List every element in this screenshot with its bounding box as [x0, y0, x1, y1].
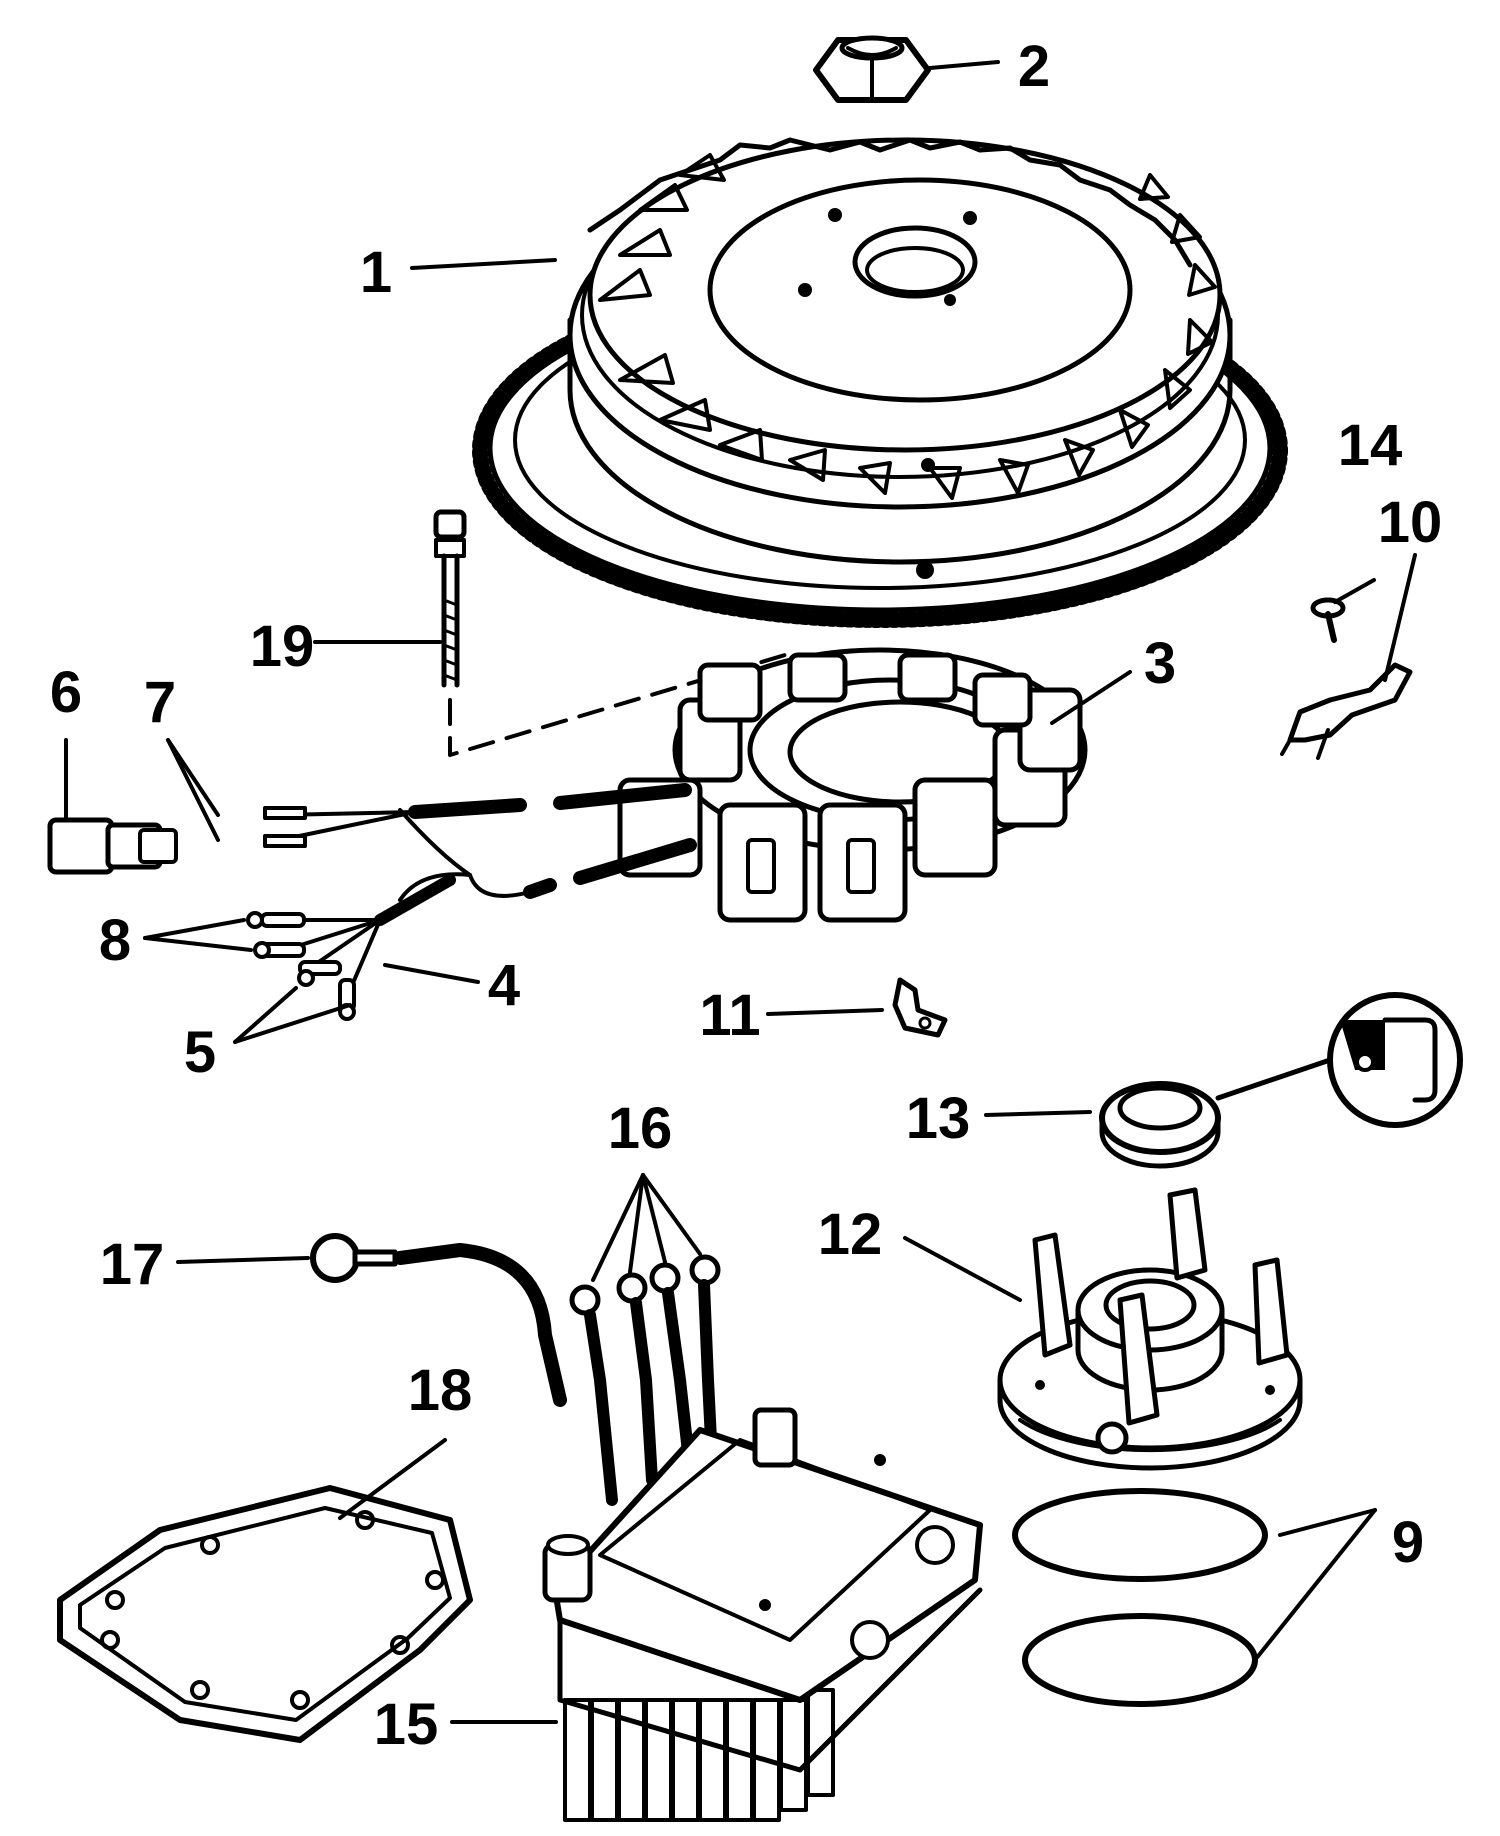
callout-2: 2 [1018, 34, 1050, 99]
callout-labels: 1 2 3 4 5 6 7 8 9 10 11 12 13 14 15 16 1… [50, 34, 1442, 1757]
oil-seal-part [1099, 992, 1463, 1169]
terminal-leads-part [569, 1254, 721, 1506]
timer-base-part [997, 1187, 1303, 1471]
gasket-part [57, 1485, 473, 1743]
flywheel-part [472, 137, 1288, 628]
long-bolt-part [433, 509, 787, 757]
callout-3: 3 [1144, 631, 1176, 696]
clamp-part [892, 977, 948, 1038]
callout-17: 17 [100, 1232, 165, 1297]
callout-16: 16 [608, 1096, 673, 1161]
connector-part [47, 817, 178, 875]
callout-15: 15 [374, 1692, 439, 1757]
callout-19: 19 [250, 614, 315, 679]
callout-14: 14 [1338, 413, 1403, 478]
callout-1: 1 [360, 240, 392, 305]
callout-4: 4 [488, 953, 520, 1018]
callout-13: 13 [906, 1086, 971, 1151]
o-rings-part [1012, 1488, 1268, 1707]
ground-lead-part [310, 1233, 567, 1407]
callout-18: 18 [408, 1358, 473, 1423]
wire-harness-part [246, 783, 697, 1021]
callout-12: 12 [818, 1202, 883, 1267]
callout-6: 6 [50, 660, 82, 725]
screw-part [1310, 597, 1346, 643]
callout-10: 10 [1378, 490, 1443, 555]
callout-8: 8 [99, 908, 131, 973]
callout-7: 7 [144, 670, 176, 735]
hex-nut-part [813, 35, 931, 103]
callout-5: 5 [184, 1020, 216, 1085]
callout-11: 11 [699, 983, 760, 1048]
stator-part [617, 647, 1088, 923]
bracket-clip-part [1280, 662, 1413, 760]
callout-9: 9 [1392, 1510, 1424, 1575]
rectifier-module-part [542, 1407, 983, 1822]
leader-lines [64, 60, 1417, 1724]
